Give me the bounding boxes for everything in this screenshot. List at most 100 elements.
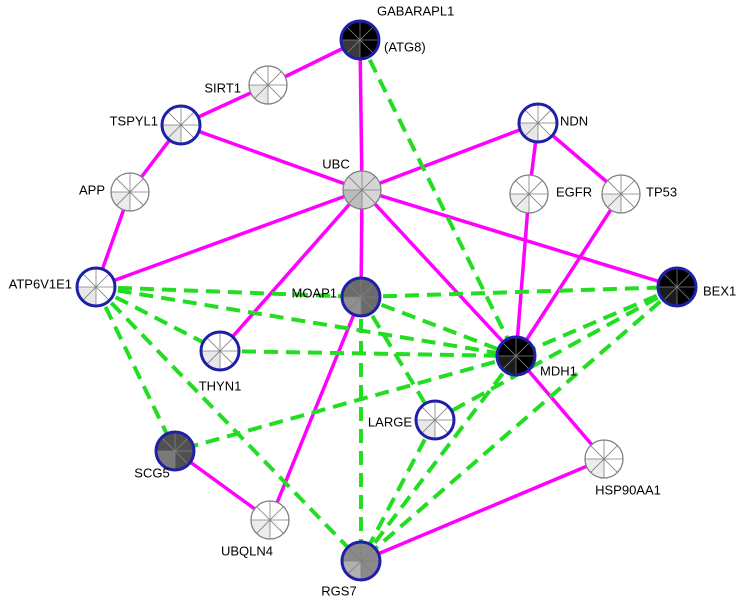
node-border <box>160 104 202 146</box>
node-label: UBC <box>322 156 349 171</box>
node-label: TP53 <box>646 184 677 199</box>
edge-tspyl1-ubc <box>180 123 363 192</box>
edge-thyn1-mdh1 <box>219 349 517 358</box>
edge-moap1-bex1 <box>360 285 678 299</box>
node-border <box>414 399 456 441</box>
node-border <box>495 335 537 377</box>
node-label: EGFR <box>556 184 592 199</box>
node-rgs7[interactable]: RGS7 <box>321 540 382 598</box>
node-spoke <box>82 273 110 301</box>
node-moap1[interactable]: MOAP1 <box>291 276 382 318</box>
node-border <box>110 172 150 212</box>
node-spoke <box>502 342 530 370</box>
node-ubc[interactable]: UBC <box>322 156 382 210</box>
node-border <box>248 65 288 105</box>
node-spoke <box>161 437 189 465</box>
node-label: SIRT1 <box>204 80 241 95</box>
node-label: SCG5 <box>134 465 169 480</box>
edge-atp6v1e1-moap1 <box>95 285 362 299</box>
edge-mdh1-scg5 <box>174 354 517 453</box>
node-bex1[interactable]: BEX1 <box>656 266 736 308</box>
node-egfr[interactable]: EGFR <box>509 174 592 214</box>
edge-bex1-large <box>434 285 678 422</box>
node-border <box>340 540 382 582</box>
edge-tp53-mdh1 <box>514 193 623 357</box>
edge-bex1-rgs7 <box>359 285 679 563</box>
node-sirt1[interactable]: SIRT1 <box>204 65 288 105</box>
node-border <box>75 266 117 308</box>
node-spoke <box>524 109 552 137</box>
node-tspyl1[interactable]: TSPYL1 <box>110 104 202 146</box>
node-border <box>656 266 698 308</box>
node-spoke <box>348 176 376 204</box>
edge-atp6v1e1-rgs7 <box>94 285 363 563</box>
node-border <box>199 330 241 372</box>
node-hsp90aa1[interactable]: HSP90AA1 <box>584 439 661 497</box>
node-spoke <box>515 180 543 208</box>
node-ubqln4[interactable]: UBQLN4 <box>221 500 290 558</box>
node-spoke <box>590 445 618 473</box>
node-tp53[interactable]: TP53 <box>601 174 677 214</box>
edge-mdh1-hsp90aa1 <box>514 354 606 461</box>
node-spoke <box>663 273 691 301</box>
edge-atp6v1e1-mdh1 <box>95 285 517 358</box>
edge-ubc-mdh1 <box>360 188 518 358</box>
edge-ubc-bex1 <box>361 188 678 289</box>
node-thyn1[interactable]: THYN1 <box>199 330 242 393</box>
node-spoke <box>116 178 144 206</box>
node-scg5[interactable]: SCG5 <box>134 430 196 480</box>
node-label: BEX1 <box>703 283 736 298</box>
edge-atp6v1e1-scg5 <box>94 286 177 452</box>
node-label: UBQLN4 <box>221 543 273 558</box>
edge-bex1-mdh1 <box>515 285 678 358</box>
node-large[interactable]: LARGE <box>368 399 456 441</box>
node-gabarapl1[interactable]: GABARAPL1 (ATG8) <box>339 3 454 61</box>
edge-ubc-thyn1 <box>218 188 364 353</box>
node-spoke <box>607 180 635 208</box>
node-spoke <box>346 26 374 54</box>
node-spoke <box>421 406 449 434</box>
node-label: APP <box>79 182 105 197</box>
node-label: THYN1 <box>199 378 242 393</box>
node-atp6v1e1[interactable]: ATP6V1E1 <box>9 266 117 308</box>
node-border <box>601 174 641 214</box>
edges-layer <box>94 38 679 563</box>
edge-ubc-atp6v1e1 <box>95 188 363 289</box>
node-spoke <box>347 283 375 311</box>
node-spoke <box>347 547 375 575</box>
edge-gabarapl1-mdh1 <box>358 39 518 357</box>
edge-moap1-large <box>359 295 437 422</box>
node-app[interactable]: APP <box>79 172 150 212</box>
node-label: MOAP1 <box>291 285 337 300</box>
edge-hsp90aa1-rgs7 <box>360 457 605 563</box>
edge-atp6v1e1-thyn1 <box>95 285 221 353</box>
node-border <box>250 500 290 540</box>
node-label: GABARAPL1 <box>377 3 454 18</box>
node-label: NDN <box>560 113 588 128</box>
node-border <box>154 430 196 472</box>
node-label: (ATG8) <box>384 39 426 54</box>
edge-gabarapl1-ubc <box>358 39 364 191</box>
node-spoke <box>256 506 284 534</box>
node-label: MDH1 <box>540 363 577 378</box>
node-label: ATP6V1E1 <box>9 276 72 291</box>
node-label: HSP90AA1 <box>595 482 661 497</box>
node-ndn[interactable]: NDN <box>517 102 588 144</box>
node-label: RGS7 <box>321 583 356 598</box>
node-border <box>584 439 624 479</box>
node-border <box>517 102 559 144</box>
edge-moap1-ubqln4 <box>268 296 363 521</box>
edge-large-rgs7 <box>359 419 437 562</box>
node-border <box>342 170 382 210</box>
edge-ndn-ubc <box>361 121 539 192</box>
node-spoke <box>206 337 234 365</box>
node-spoke <box>167 111 195 139</box>
node-mdh1[interactable]: MDH1 <box>495 335 577 378</box>
node-label: TSPYL1 <box>110 113 158 128</box>
node-spoke <box>254 71 282 99</box>
node-border <box>340 276 382 318</box>
node-label: LARGE <box>368 414 412 429</box>
edge-moap1-mdh1 <box>360 295 517 358</box>
